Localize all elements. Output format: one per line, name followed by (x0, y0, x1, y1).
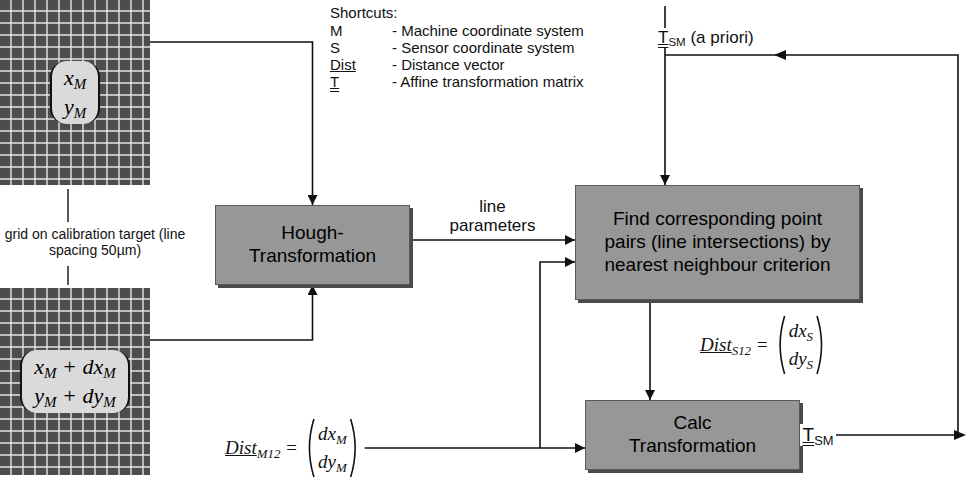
edge-label: TSM (800, 424, 837, 446)
equation: DistS12 = (700, 334, 769, 356)
vector-element: yM (64, 93, 86, 122)
signal-label: TSM (a priori) (655, 28, 757, 48)
abbreviation-meaning: - Distance vector (392, 56, 505, 73)
text-run: - Distance vector (392, 56, 505, 73)
text-run: x (34, 354, 44, 379)
text-run: M (103, 394, 115, 410)
abbreviation: S (330, 39, 340, 56)
text-run: M (74, 105, 86, 121)
vector-bracket (309, 419, 314, 477)
vector-bracket (780, 316, 785, 374)
process-box: Find corresponding point pairs (line int… (575, 185, 860, 300)
leader-line (67, 266, 68, 285)
abbreviation: T (330, 73, 339, 90)
text-run: M (103, 365, 115, 381)
grid-lines (0, 0, 150, 185)
text-run: y (34, 383, 44, 408)
text-run: M (74, 76, 86, 92)
text-run: S (807, 357, 813, 372)
process-box: Calc Transformation (585, 400, 800, 470)
vector-element: dxM (318, 423, 347, 445)
text-run: M (44, 365, 56, 381)
text-run: line parameters (450, 197, 536, 236)
text-run: M12 (257, 446, 281, 461)
text-run: = (280, 437, 298, 458)
vector-bracket: xM + dxMyM + dyM (20, 350, 129, 413)
text-run: grid on calibration target (line spacing… (5, 226, 186, 258)
abbreviation: Dist (330, 56, 356, 73)
grid-lines (0, 288, 150, 475)
vector-element: dyM (318, 451, 347, 473)
text-run: dy (318, 451, 336, 472)
abbreviation-meaning: - Sensor coordinate system (392, 39, 575, 56)
flow-connector (410, 239, 575, 241)
box-text: Find corresponding point pairs (line int… (598, 208, 838, 276)
abbreviation: M (330, 22, 343, 39)
text-run: M (330, 22, 343, 39)
text-run: S (807, 329, 813, 344)
text-run: Dist (225, 437, 257, 458)
text-run: M (44, 394, 56, 410)
equation: DistM12 = (225, 437, 298, 459)
text-run: Hough- Transformation (249, 222, 376, 266)
flow-connector (150, 285, 313, 340)
text-run: = (751, 334, 769, 355)
grid-image: xMyM (0, 0, 150, 185)
text-run: T (803, 424, 815, 445)
text-run: - Machine coordinate system (392, 22, 584, 39)
vector-element: dxS (789, 320, 813, 342)
text-run: dy (789, 348, 807, 369)
target-note: grid on calibration target (line spacing… (4, 226, 186, 258)
vector-bracket: xMyM (50, 61, 100, 124)
text-run: y (64, 94, 74, 119)
leader-line (67, 189, 68, 222)
vector-element: xM + dxM (34, 353, 115, 382)
text-run: Dist (330, 56, 356, 73)
text-run: - Sensor coordinate system (392, 39, 575, 56)
text-run: SM (668, 36, 685, 48)
vector-element: yM + dyM (34, 382, 115, 411)
process-box: Hough- Transformation (215, 205, 410, 285)
text-run: SM (814, 433, 833, 448)
text-run: - Affine transformation matrix (392, 73, 583, 90)
text-run: M (336, 460, 347, 475)
text-run: Shortcuts: (330, 4, 398, 21)
flow-connector (150, 42, 313, 205)
input-arrow (365, 447, 585, 449)
abbreviation-meaning: - Affine transformation matrix (392, 73, 583, 90)
text-run: dx (318, 423, 336, 444)
text-run: Find corresponding point pairs (line int… (604, 208, 830, 275)
text-run: Calc Transformation (629, 412, 756, 456)
vector-element: xM (64, 64, 86, 93)
text-run: + dx (57, 354, 104, 379)
flow-connector (649, 300, 651, 400)
legend-title: Shortcuts: (330, 4, 398, 21)
text-run: T (330, 73, 339, 90)
text-run: (a priori) (686, 28, 754, 47)
text-run: S12 (732, 343, 751, 358)
box-text: Hough- Transformation (228, 222, 398, 268)
text-run: Dist (700, 334, 732, 355)
text-run: dx (789, 320, 807, 341)
input-arrow (540, 262, 575, 448)
vector-bracket (817, 316, 822, 374)
text-run: x (64, 65, 74, 90)
text-run: M (336, 432, 347, 447)
text-run: S (330, 39, 340, 56)
abbreviation-meaning: - Machine coordinate system (392, 22, 584, 39)
text-run: T (658, 28, 668, 47)
box-text: Calc Transformation (618, 412, 768, 458)
text-run: + dy (57, 383, 104, 408)
vector-element: dyS (789, 348, 813, 370)
grid-image: xM + dxMyM + dyM (0, 288, 150, 475)
vector-bracket (351, 419, 356, 477)
edge-label: line parameters (443, 197, 543, 236)
